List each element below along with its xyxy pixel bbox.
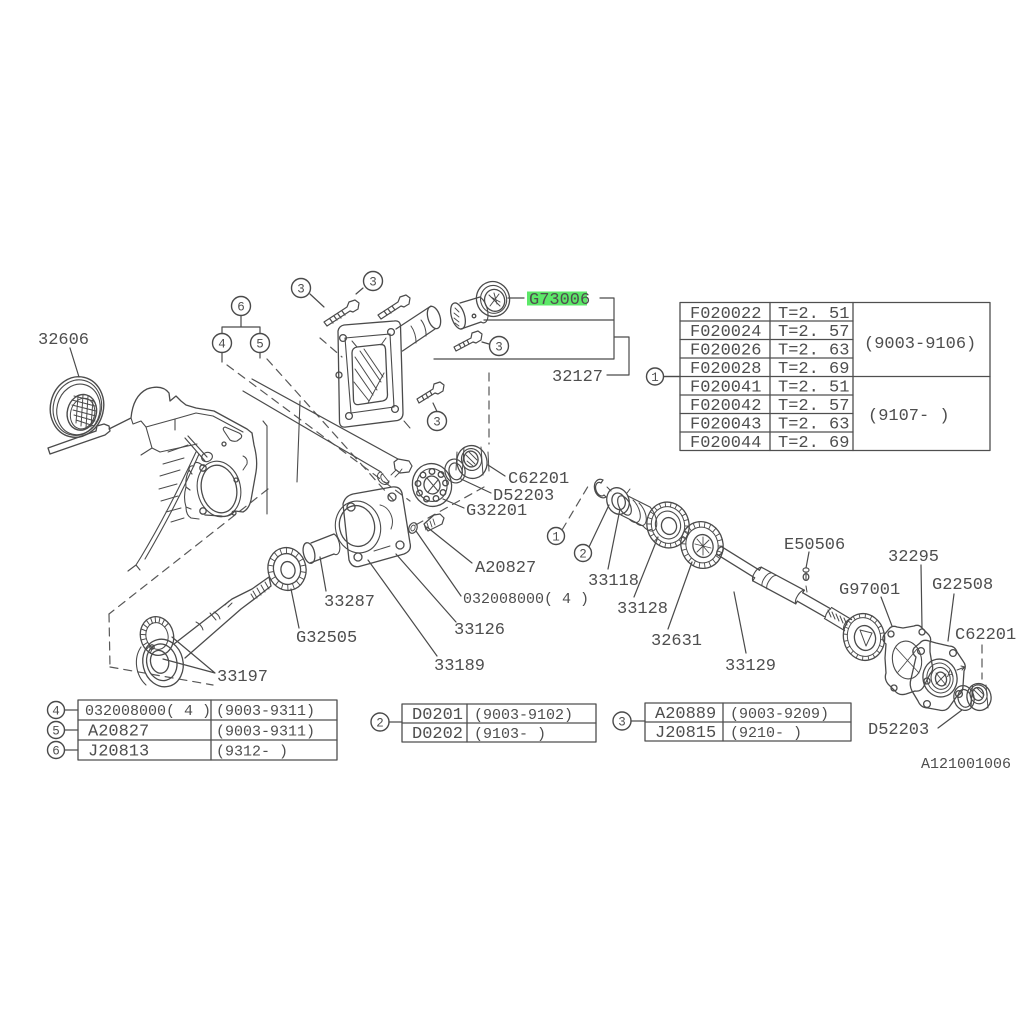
svg-text:3: 3: [297, 283, 305, 297]
svg-text:33128: 33128: [617, 600, 668, 619]
svg-text:F020022: F020022: [690, 305, 761, 324]
svg-text:C62201: C62201: [508, 470, 569, 489]
svg-text:A20889: A20889: [655, 705, 716, 724]
svg-text:032008000( 4 ): 032008000( 4 ): [463, 591, 589, 608]
svg-text:3: 3: [618, 716, 626, 730]
svg-text:(9003-9102): (9003-9102): [474, 707, 573, 724]
svg-text:(9107- ): (9107- ): [868, 407, 950, 426]
svg-text:3: 3: [369, 276, 377, 290]
svg-text:6: 6: [237, 301, 245, 315]
svg-text:2: 2: [376, 717, 384, 731]
svg-text:4: 4: [218, 338, 226, 352]
svg-text:33129: 33129: [725, 657, 776, 676]
svg-text:J20813: J20813: [88, 743, 149, 762]
svg-text:F020042: F020042: [690, 397, 761, 416]
svg-text:F020026: F020026: [690, 342, 761, 361]
svg-text:(9103- ): (9103- ): [474, 726, 546, 743]
svg-text:33118: 33118: [588, 572, 639, 591]
svg-text:G32505: G32505: [296, 629, 357, 648]
svg-text:E50506: E50506: [784, 536, 845, 555]
svg-text:G97001: G97001: [839, 581, 900, 600]
svg-text:32127: 32127: [552, 368, 603, 387]
svg-text:3: 3: [495, 341, 503, 355]
svg-text:F020044: F020044: [690, 434, 761, 453]
svg-text:F020043: F020043: [690, 416, 761, 435]
svg-text:T=2. 57: T=2. 57: [778, 397, 849, 416]
svg-text:2: 2: [579, 548, 587, 562]
svg-text:1: 1: [552, 531, 560, 545]
svg-text:J20815: J20815: [655, 724, 716, 743]
svg-text:T=2. 51: T=2. 51: [778, 305, 849, 324]
svg-text:A20827: A20827: [475, 559, 536, 578]
svg-text:D0201: D0201: [412, 706, 463, 725]
svg-text:D0202: D0202: [412, 725, 463, 744]
svg-text:T=2. 69: T=2. 69: [778, 360, 849, 379]
svg-text:A: A: [947, 669, 954, 681]
svg-text:F020028: F020028: [690, 360, 761, 379]
svg-text:1: 1: [651, 371, 659, 385]
svg-text:T=2. 63: T=2. 63: [778, 342, 849, 361]
svg-text:D52203: D52203: [868, 721, 929, 740]
svg-text:(9003-9209): (9003-9209): [730, 706, 829, 723]
svg-text:33197: 33197: [217, 668, 268, 687]
svg-text:(9210- ): (9210- ): [730, 725, 802, 742]
svg-text:A121001006: A121001006: [921, 756, 1011, 773]
svg-text:(9003-9106): (9003-9106): [864, 335, 976, 354]
svg-text:T=2. 63: T=2. 63: [778, 416, 849, 435]
svg-text:F020024: F020024: [690, 323, 761, 342]
svg-text:3: 3: [433, 416, 441, 430]
svg-text:F020041: F020041: [690, 379, 761, 398]
svg-text:G32201: G32201: [466, 502, 527, 521]
svg-text:A20827: A20827: [88, 723, 149, 742]
svg-text:32295: 32295: [888, 548, 939, 567]
svg-text:4: 4: [52, 705, 60, 719]
svg-text:T=2. 69: T=2. 69: [778, 434, 849, 453]
svg-text:032008000( 4 ): 032008000( 4 ): [85, 703, 211, 720]
svg-text:T=2. 51: T=2. 51: [778, 379, 849, 398]
svg-text:G22508: G22508: [932, 576, 993, 595]
svg-text:33126: 33126: [454, 621, 505, 640]
svg-text:(9312- ): (9312- ): [216, 744, 288, 761]
svg-text:33287: 33287: [324, 593, 375, 612]
svg-text:33189: 33189: [434, 657, 485, 676]
svg-text:G73006: G73006: [529, 291, 590, 310]
svg-text:T=2. 57: T=2. 57: [778, 323, 849, 342]
svg-text:5: 5: [256, 338, 264, 352]
svg-text:D52203: D52203: [493, 487, 554, 506]
svg-text:5: 5: [52, 725, 60, 739]
svg-text:6: 6: [52, 745, 60, 759]
svg-text:(9003-9311): (9003-9311): [216, 724, 315, 741]
svg-text:(9003-9311): (9003-9311): [216, 703, 315, 720]
svg-text:C62201: C62201: [955, 626, 1016, 645]
svg-text:32606: 32606: [38, 331, 89, 350]
svg-text:32631: 32631: [651, 632, 702, 651]
